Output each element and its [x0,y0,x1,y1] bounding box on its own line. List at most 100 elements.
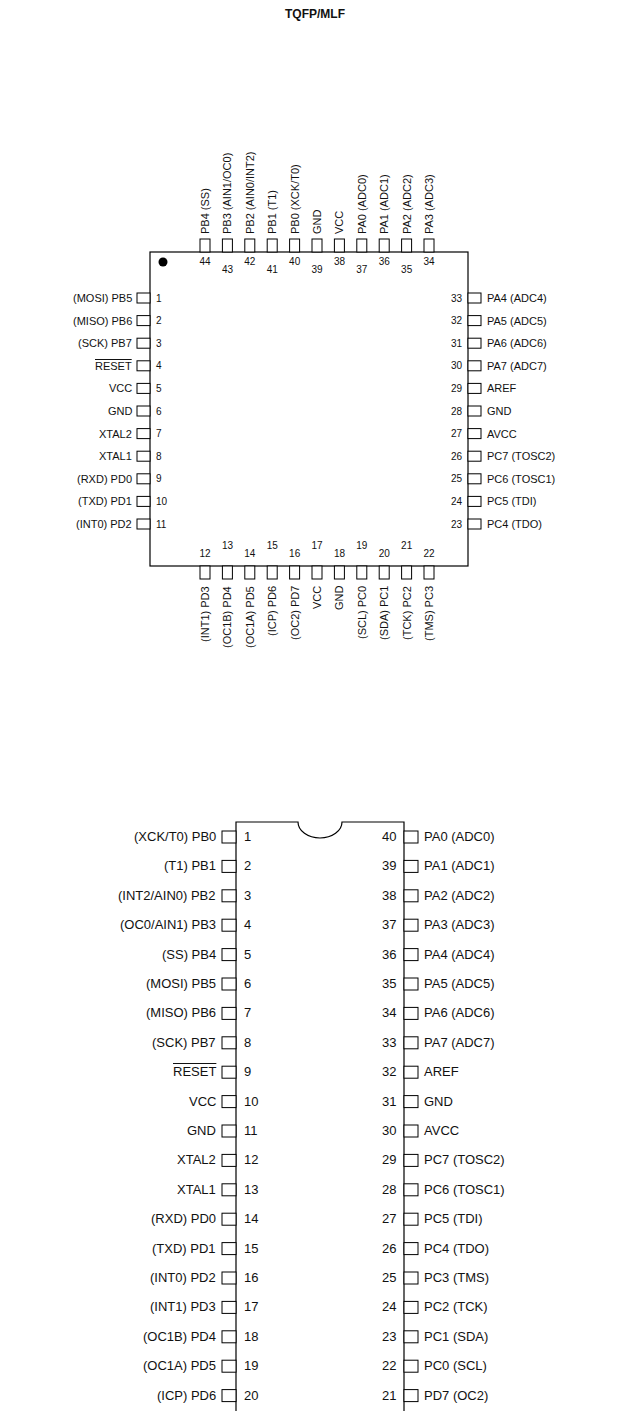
pin-pad [402,239,412,252]
pin-pad [404,860,418,872]
pin-number: 23 [451,519,462,530]
pin-name: XTAL1 [177,1183,216,1197]
pin-name: RESET [173,1065,216,1079]
pin-number: 9 [244,1065,251,1079]
pin-pad [137,383,150,393]
pin-number: 21 [382,1389,396,1403]
pin-number: 23 [382,1330,396,1344]
pin-name: PC4 (TDO) [424,1242,489,1256]
pin-name: (INT2/AIN0) PB2 [118,889,216,903]
pin-name: AVCC [424,1124,459,1138]
pin-pad [137,293,150,303]
pin-number: 7 [156,428,162,439]
pin-name: (XCK/T0) PB0 [134,830,216,844]
pin-number: 2 [244,859,251,873]
pin-number: 18 [244,1330,258,1344]
pin-number: 1 [156,293,162,304]
pin-name: (ICP) PD6 [266,586,278,636]
pin-name: PC3 (TMS) [424,1271,489,1285]
pin-pad [222,1037,236,1049]
pin-name: PC6 (TOSC1) [424,1183,505,1197]
pin-number: 16 [289,548,300,559]
pin-pad [222,1301,236,1313]
pin-pad [404,978,418,990]
pin-name: PC1 (SDA) [424,1330,488,1344]
pin-name: (RXD) PD0 [77,473,132,485]
pin-name: PB4 (SS) [199,188,211,234]
pin-number: 30 [382,1124,396,1138]
pin-pad [468,293,481,303]
pin-number: 36 [379,256,390,267]
tqfp-body [150,252,468,566]
pin-name: GND [187,1124,216,1138]
pin-name: PA1 (ADC1) [378,174,390,234]
pin-name: VCC [311,586,323,609]
pin-number: 15 [267,540,278,551]
pin-number: 21 [401,540,412,551]
pin-name: PC5 (TDI) [487,495,537,507]
pin-name: PA1 (ADC1) [424,859,495,873]
pin-name: (ICP) PD6 [157,1389,216,1403]
pin-number: 4 [156,360,162,371]
pin-pad [137,316,150,326]
pin-name: XTAL2 [99,428,132,440]
pin-number: 43 [222,264,233,275]
pin-name: (SDA) PC1 [378,586,390,640]
pin-number: 19 [356,540,367,551]
pin-number: 37 [382,918,396,932]
pin-number: 15 [244,1242,258,1256]
pin-number: 2 [156,315,162,326]
pin-pad [357,239,367,252]
pin-pad [404,1213,418,1225]
pin-number: 6 [244,977,251,991]
pin-name: PA7 (ADC7) [487,360,547,372]
pin-number: 8 [244,1036,251,1050]
pin-number: 12 [200,548,211,559]
pin-number: 29 [382,1153,396,1167]
pin-name: GND [108,405,132,417]
pin-pad [137,519,150,529]
pin-number: 30 [451,360,462,371]
pin-pad [404,1390,418,1402]
pin-name: PA7 (ADC7) [424,1036,495,1050]
pin-number: 17 [312,540,323,551]
pin-name: (SS) PB4 [162,948,216,962]
pin-pad [468,429,481,439]
pin-name: PA4 (ADC4) [424,948,495,962]
pin-number: 22 [424,548,435,559]
pin-name: (SCK) PB7 [152,1036,216,1050]
pin-pad [222,831,236,843]
pin-pad [222,1154,236,1166]
pin-pad [137,338,150,348]
pin-pad [267,239,277,252]
pin-name: PA6 (ADC6) [424,1006,495,1020]
pin-pad [404,1096,418,1108]
pin-name: AREF [424,1065,459,1079]
pin-pad [404,1360,418,1372]
pin-pad [222,1007,236,1019]
pin-pad [312,239,322,252]
pin-number: 25 [451,473,462,484]
pin-pad [290,239,300,252]
pin-name: PC6 (TOSC1) [487,473,555,485]
pin-name: PC2 (TCK) [424,1300,488,1314]
pin-pad [468,406,481,416]
pin-pad [404,831,418,843]
pin-number: 31 [451,338,462,349]
pin-number: 38 [334,256,345,267]
pin-number: 33 [451,293,462,304]
pin-pad [468,519,481,529]
pin-name: AVCC [487,428,517,440]
pin-name: (MOSI) PB5 [146,977,216,991]
pin-pad [357,566,367,579]
pin-pad [245,566,255,579]
pin-number: 12 [244,1153,258,1167]
pin-name: RESET [95,360,132,372]
pin-name: GND [333,586,345,610]
pin-name: PB0 (XCK/T0) [289,164,301,234]
pin-pad [137,406,150,416]
pin-pad [404,949,418,961]
pin-name: (TXD) PD1 [152,1242,216,1256]
pin-name: GND [311,210,323,234]
pin-number: 32 [382,1065,396,1079]
